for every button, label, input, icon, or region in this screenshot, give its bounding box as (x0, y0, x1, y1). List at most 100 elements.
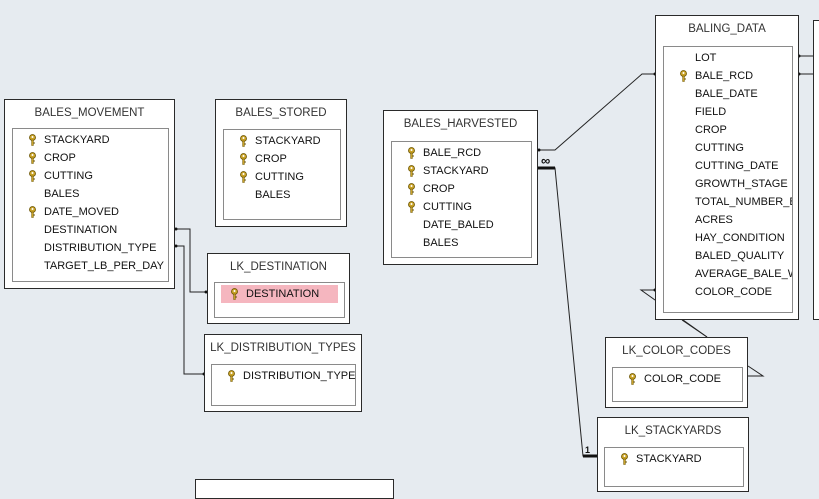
primary-key-icon (240, 153, 247, 165)
field-name: TOTAL_NUMBER_BA (695, 196, 792, 208)
field-name: DATE_BALED (423, 219, 494, 231)
field-row[interactable]: TARGET_LB_PER_DAY (13, 257, 168, 275)
table-lk-destination[interactable]: LK_DESTINATION DESTINATION (207, 253, 350, 324)
field-row[interactable]: CROP (392, 180, 531, 198)
primary-key-icon (231, 288, 238, 300)
field-row[interactable]: CROP (664, 121, 792, 139)
table-lk-stackyards[interactable]: LK_STACKYARDS STACKYARD (597, 417, 749, 492)
primary-key-icon (408, 165, 415, 177)
field-row[interactable]: COLOR_CODE (613, 370, 742, 388)
field-name: CUTTING (44, 170, 93, 182)
field-name: TARGET_LB_PER_DAY (44, 260, 165, 272)
field-row[interactable]: STACKYARD (13, 131, 168, 149)
primary-key-icon (680, 70, 687, 82)
field-row[interactable]: CUTTING (13, 167, 168, 185)
table-lk-color-codes[interactable]: LK_COLOR_CODES COLOR_CODE (605, 337, 748, 408)
field-row[interactable]: GROWTH_STAGE (664, 175, 792, 193)
field-name: BALE_RCD (695, 70, 754, 82)
field-row[interactable]: STACKYARD (224, 132, 340, 150)
table-title: LK_DESTINATION (230, 261, 327, 273)
field-row[interactable]: TOTAL_NUMBER_BA (664, 193, 792, 211)
relationship-line (681, 319, 708, 338)
field-row[interactable]: CUTTING (392, 198, 531, 216)
field-name: BALES (255, 189, 291, 201)
field-row[interactable]: AVERAGE_BALE_WI (664, 265, 792, 283)
primary-key-icon (408, 183, 415, 195)
field-row[interactable]: DISTRIBUTION_TYPE (212, 367, 355, 385)
field-row[interactable]: LOT (664, 49, 792, 67)
table-title: BALES_HARVESTED (403, 118, 518, 130)
table-bales-harvested[interactable]: BALES_HARVESTED BALE_RCD STACKYARD CROP CUT… (383, 110, 538, 265)
many-label: ∞ (541, 153, 551, 168)
field-name: DATE_MOVED (44, 206, 119, 218)
field-row[interactable]: CROP (224, 150, 340, 168)
field-name: STACKYARD (423, 165, 489, 177)
field-name: HAY_CONDITION (695, 232, 785, 244)
field-row[interactable]: STACKYARD (392, 162, 531, 180)
field-name: BALES (423, 237, 459, 249)
field-name: BALE_DATE (695, 88, 758, 100)
field-name: BALES (44, 188, 80, 200)
field-row[interactable]: BALED_QUALITY (664, 247, 792, 265)
field-list[interactable]: COLOR_CODE (612, 367, 743, 402)
field-row[interactable]: STACKYARD (605, 450, 743, 468)
field-list[interactable]: LOT BALE_RCD BALE_DATE FIELD CROP CUTTING CUTT… (663, 46, 793, 313)
field-name: FIELD (695, 106, 727, 118)
relationship-line (538, 167, 598, 457)
primary-key-icon (29, 152, 36, 164)
field-name: LOT (695, 52, 717, 64)
field-list[interactable]: DISTRIBUTION_TYPE (211, 364, 356, 406)
table-title: LK_COLOR_CODES (622, 345, 731, 357)
field-row[interactable]: DATE_MOVED (13, 203, 168, 221)
field-row[interactable]: DATE_BALED (392, 216, 531, 234)
field-row[interactable]: BALES (13, 185, 168, 203)
field-name: CROP (255, 153, 287, 165)
field-row[interactable]: ACRES (664, 211, 792, 229)
field-name: CUTTING_DATE (695, 160, 779, 172)
relationship-line (538, 73, 656, 151)
field-name: CROP (423, 183, 455, 195)
table-partial-offscreen[interactable] (813, 20, 819, 320)
table-title: BALES_STORED (235, 107, 327, 119)
primary-key-icon (408, 147, 415, 159)
table-lk-distribution-types[interactable]: LK_DISTRIBUTION_TYPES DISTRIBUTION_TYPE (204, 334, 362, 412)
field-list[interactable]: STACKYARD CROP CUTTING BALES (223, 129, 341, 220)
field-row[interactable]: COLOR_CODE (664, 283, 792, 301)
field-list[interactable]: STACKYARD (604, 447, 744, 487)
relationship-line (747, 365, 765, 377)
field-name: DISTRIBUTION_TYPE (243, 370, 356, 382)
field-name: CUTTING (695, 142, 744, 154)
field-row[interactable]: CUTTING (664, 139, 792, 157)
field-row[interactable]: CUTTING_DATE (664, 157, 792, 175)
table-bales-stored[interactable]: BALES_STORED STACKYARD CROP CUTTING BALES (215, 99, 347, 227)
table-baling-data[interactable]: BALING_DATA LOT BALE_RCD BALE_DATE FIELD CRO… (655, 15, 799, 320)
field-row[interactable]: BALE_DATE (664, 85, 792, 103)
field-name: DESTINATION (246, 288, 320, 300)
relationship-line (175, 245, 205, 375)
one-label: 1 (585, 445, 591, 455)
field-name: GROWTH_STAGE (695, 178, 788, 190)
table-title: BALING_DATA (688, 23, 766, 35)
field-name: COLOR_CODE (695, 286, 773, 298)
field-row[interactable]: BALES (224, 186, 340, 204)
field-list[interactable]: BALE_RCD STACKYARD CROP CUTTING DATE_BALED BA… (391, 141, 532, 258)
field-row[interactable]: DESTINATION (13, 221, 168, 239)
primary-key-icon (228, 370, 235, 382)
table-partial-offscreen[interactable] (195, 479, 394, 499)
field-row[interactable]: CUTTING (224, 168, 340, 186)
field-row[interactable]: BALE_RCD (664, 67, 792, 85)
field-row[interactable]: FIELD (664, 103, 792, 121)
field-name: DESTINATION (44, 224, 118, 236)
field-row[interactable]: CROP (13, 149, 168, 167)
field-list[interactable]: DESTINATION (214, 282, 345, 318)
field-name: CUTTING (423, 201, 472, 213)
field-row[interactable]: HAY_CONDITION (664, 229, 792, 247)
primary-key-icon (629, 373, 636, 385)
field-row[interactable]: DISTRIBUTION_TYPE (13, 239, 168, 257)
field-row[interactable]: BALE_RCD (392, 144, 531, 162)
field-row[interactable]: BALES (392, 234, 531, 252)
field-row[interactable]: DESTINATION (221, 285, 338, 303)
